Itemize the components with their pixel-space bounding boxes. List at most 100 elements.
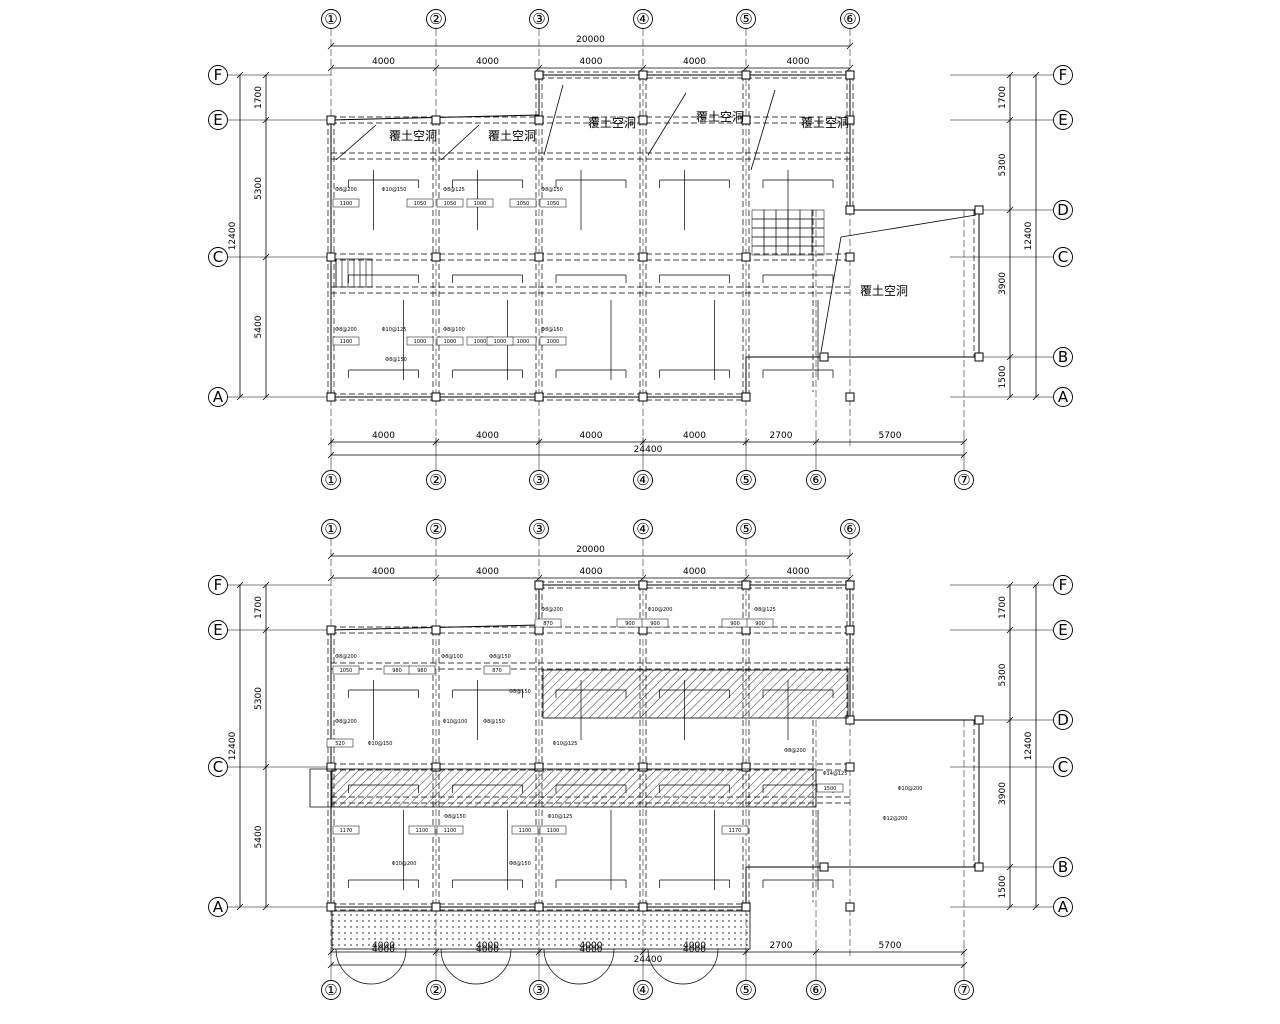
- row-bubble-left-E: E: [213, 111, 222, 129]
- column: [845, 625, 855, 635]
- dim-top-span: 4000: [372, 57, 395, 67]
- rebar-label: Φ10@150: [368, 741, 393, 747]
- len-box: [436, 198, 464, 208]
- dim-tick: [432, 64, 440, 72]
- grid-bubble-top-1: ①: [324, 520, 337, 538]
- rebar-label: Φ8@150: [385, 357, 407, 363]
- grid-bubble-top-4-circle: [633, 519, 653, 539]
- column: [741, 580, 751, 590]
- hatched-band-upper: [542, 669, 849, 719]
- stair-block: [335, 258, 373, 288]
- rebar-label: Φ8@200: [541, 607, 563, 613]
- grid-bubble-bottom-4-circle: [633, 470, 653, 490]
- rebar-label: Φ8@150: [509, 861, 531, 867]
- row-bubble-right-E: E: [1058, 621, 1067, 639]
- grid-bubble-top-6-circle: [840, 519, 860, 539]
- grid-bubble-bottom-7-circle: [954, 470, 974, 490]
- dim-tick: [639, 948, 647, 956]
- dim-tick: [262, 581, 270, 589]
- dim-bottom-span: 4000: [476, 431, 499, 441]
- dim-tick: [960, 451, 968, 459]
- rebar-label: Φ10@200: [392, 861, 417, 867]
- dim-bottom-span: 2700: [770, 941, 793, 951]
- dim-left-row: 1700: [254, 86, 264, 109]
- row-bubble-right-D-circle: [1053, 710, 1073, 730]
- rebar-length: 870: [543, 621, 553, 627]
- len-box: [539, 825, 567, 835]
- cavity-label-2: 覆土空洞: [488, 129, 536, 143]
- rebar-label: Φ8@200: [335, 654, 357, 660]
- dim-top-span: 4000: [372, 567, 395, 577]
- cavity-slope: [840, 214, 977, 238]
- row-bubble-left-C: C: [213, 248, 223, 266]
- column: [534, 580, 544, 590]
- grid-bubble-top-2-circle: [426, 9, 446, 29]
- row-bubble-right-F-circle: [1053, 575, 1073, 595]
- grid-bubble-bottom-6-circle: [806, 470, 826, 490]
- len-box: [641, 618, 669, 628]
- dim-inner-span: 4000: [580, 945, 603, 955]
- grid-bubble-top-1: ①: [324, 10, 337, 28]
- len-box: [486, 336, 514, 346]
- rebar-label: Φ10@200: [898, 786, 923, 792]
- rebar-length: 1100: [340, 339, 353, 345]
- rebar-label: Φ10@125: [548, 814, 573, 820]
- shaft-cell: [751, 236, 765, 247]
- dim-tick: [327, 64, 335, 72]
- len-box: [721, 825, 749, 835]
- cavity-slope: [647, 92, 687, 156]
- cavity-label-3: 覆土空洞: [588, 116, 636, 130]
- grid-bubble-bottom-6-circle: [806, 980, 826, 1000]
- column: [431, 625, 441, 635]
- rebar-label: Φ8@125: [443, 187, 465, 193]
- grid-bubble-bottom-1: ①: [324, 471, 337, 489]
- dim-tick: [1006, 626, 1014, 634]
- dim-inner-span: 4000: [372, 945, 395, 955]
- door-arc: [440, 948, 512, 985]
- column: [845, 392, 855, 402]
- column: [819, 352, 829, 362]
- rebar-label: Φ10@100: [443, 719, 468, 725]
- len-box: [436, 825, 464, 835]
- row-bubble-right-D: D: [1057, 201, 1069, 219]
- rebar-label: Φ12@200: [883, 816, 908, 822]
- grid-bubble-bottom-5-circle: [736, 470, 756, 490]
- rebar-label: Φ8@125: [754, 607, 776, 613]
- cavity-slope: [820, 236, 842, 353]
- column: [974, 862, 984, 872]
- shaft-cell: [811, 227, 825, 238]
- dim-bottom-total: 24400: [634, 445, 663, 455]
- row-bubble-left-F-circle: [208, 575, 228, 595]
- rebar-label: Φ8@100: [441, 654, 463, 660]
- row-bubble-right-B: B: [1058, 348, 1068, 366]
- grid-bubble-top-2: ②: [429, 10, 442, 28]
- rebar-length: 1170: [340, 828, 353, 834]
- dim-right-row: 3900: [998, 782, 1008, 805]
- rebar-length: 1100: [416, 828, 429, 834]
- dim-right-row: 5300: [998, 153, 1008, 176]
- shaft-cell: [799, 236, 813, 247]
- dim-tick: [327, 438, 335, 446]
- dim-top-span: 4000: [683, 57, 706, 67]
- dim-tick: [1006, 903, 1014, 911]
- row-bubble-left-C-circle: [208, 247, 228, 267]
- column: [741, 115, 751, 125]
- rebar-length: 980: [417, 668, 427, 674]
- grid-bubble-bottom-3-circle: [529, 470, 549, 490]
- rebar-label: Φ14@125: [823, 771, 848, 777]
- row-bubble-right-E-circle: [1053, 110, 1073, 130]
- dim-bottom-span: 5700: [879, 431, 902, 441]
- row-bubble-right-C: C: [1058, 248, 1068, 266]
- dim-tick: [262, 626, 270, 634]
- grid-bubble-top-3: ③: [532, 520, 545, 538]
- grid-bubble-top-2: ②: [429, 520, 442, 538]
- len-box: [436, 336, 464, 346]
- rebar-length: 900: [730, 621, 740, 627]
- dim-tick: [846, 64, 854, 72]
- len-box: [483, 665, 511, 675]
- grid-bubble-bottom-6: ⑥: [809, 471, 822, 489]
- rebar-length: 1100: [547, 828, 560, 834]
- rebar-label: Φ10@125: [382, 327, 407, 333]
- dim-right-row: 1700: [998, 86, 1008, 109]
- dim-tick: [1032, 903, 1040, 911]
